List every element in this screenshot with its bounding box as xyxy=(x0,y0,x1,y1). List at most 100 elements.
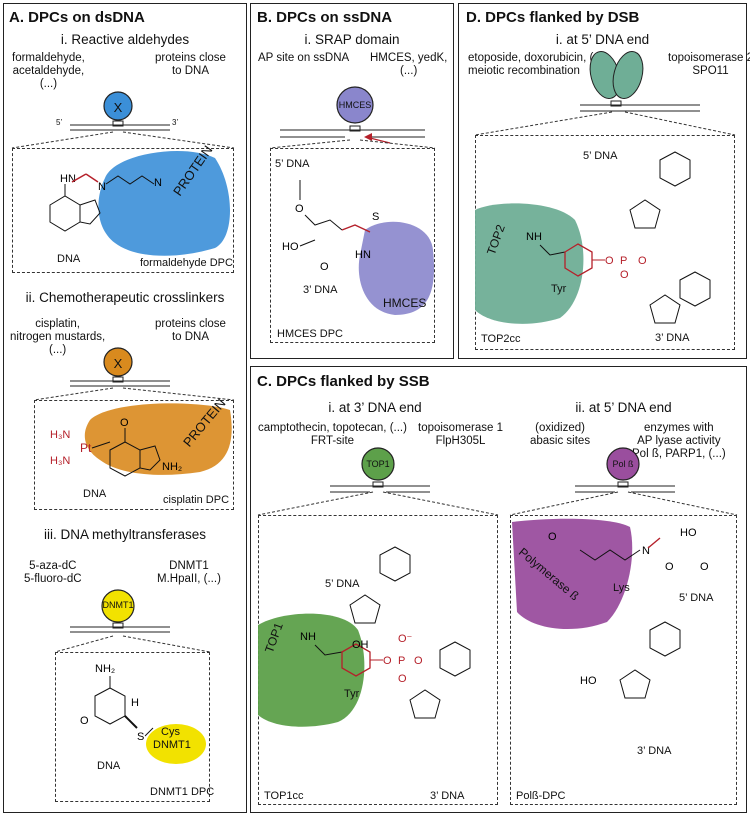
svg-text:OH: OH xyxy=(352,639,369,651)
svg-text:H₃N: H₃N xyxy=(50,429,70,441)
panel-c-protein2-label: Pol ß xyxy=(612,459,634,469)
panel-b-zoom-lines xyxy=(269,139,436,149)
svg-text:S: S xyxy=(137,731,144,743)
panel-c-mol1-name: TOP1cc xyxy=(264,790,304,802)
panel-b xyxy=(250,3,454,359)
panel-a-protein2-label: X xyxy=(113,356,123,371)
svg-text:N: N xyxy=(98,181,106,193)
svg-text:O: O xyxy=(665,561,674,573)
panel-b-mol-3dna: 3’ DNA xyxy=(303,284,338,296)
panel-d-mol-tyr: Tyr xyxy=(551,283,567,295)
panel-c-mol2-5dna: 5’ DNA xyxy=(679,592,714,604)
panel-b-mol-prot: HMCES xyxy=(383,296,427,310)
svg-text:O: O xyxy=(414,655,423,667)
panel-c-src2-right: enzymes with AP lyase activity Pol ß, PA… xyxy=(632,422,726,460)
panel-c-mol2-name: Polß-DPC xyxy=(516,790,566,802)
svg-text:HN: HN xyxy=(355,249,371,261)
svg-text:O: O xyxy=(383,655,392,667)
svg-text:NH₂: NH₂ xyxy=(162,461,182,473)
svg-text:N: N xyxy=(642,545,650,557)
svg-text:N: N xyxy=(154,177,162,189)
panel-b-title: B. DPCs on ssDNA xyxy=(257,9,393,26)
svg-text:Pt: Pt xyxy=(80,441,92,455)
panel-c-protein1-label: TOP1 xyxy=(366,459,390,469)
svg-text:O: O xyxy=(605,255,614,267)
panel-a-mol1-dna: DNA xyxy=(57,253,81,265)
panel-a-dna-schematic-2 xyxy=(70,347,170,387)
svg-text:H: H xyxy=(131,697,139,709)
panel-a-mol3-prot: DNMT1 xyxy=(153,739,191,751)
panel-a xyxy=(3,3,247,813)
panel-a-src3-right: DNMT1 M.HpaII, (...) xyxy=(157,560,221,585)
panel-d-zoom-lines xyxy=(474,111,736,136)
panel-c-sub1: i. at 3’ DNA end xyxy=(328,400,422,415)
panel-a-mol3-cys: Cys xyxy=(161,726,180,738)
svg-text:P: P xyxy=(620,255,627,267)
panel-c-mol1-5dna: 5’ DNA xyxy=(325,578,360,590)
panel-d-molecule-top2: NH O P O O xyxy=(526,151,711,324)
panel-c-zoom-box-2 xyxy=(510,515,737,805)
panel-c-sub2: ii. at 5’ DNA end xyxy=(575,400,672,415)
svg-text:P: P xyxy=(398,655,405,667)
panel-c-src2-left: (oxidized) abasic sites xyxy=(530,422,591,447)
panel-a-molecule-dnmt1: NH₂ H S O xyxy=(80,663,154,743)
panel-b-zoom-box xyxy=(270,148,435,343)
svg-text:O: O xyxy=(620,269,629,281)
panel-b-protein-label: HMCES xyxy=(338,100,372,110)
panel-a-zoom-box-2 xyxy=(34,400,234,510)
panel-b-src-right: HMCES, yedK, (...) xyxy=(370,52,448,77)
panel-a-src2-left: cisplatin, nitrogen mustards, (...) xyxy=(10,318,106,356)
panel-c-dna-schematic-1 xyxy=(330,447,430,493)
panel-d-dna-schematic xyxy=(580,51,700,112)
svg-text:HO: HO xyxy=(580,675,597,687)
panel-a-protein3-label: DNMT1 xyxy=(102,600,134,610)
panel-c-mol1-tyr: Tyr xyxy=(344,688,360,700)
svg-text:HN: HN xyxy=(60,173,76,185)
panel-b-sub1: i. SRAP domain xyxy=(304,32,400,47)
svg-text:HO: HO xyxy=(680,527,697,539)
panel-c-mol2-lys: Lys xyxy=(613,582,630,594)
panel-d-sub1: i. at 5’ DNA end xyxy=(555,32,650,47)
svg-text:O⁻: O⁻ xyxy=(398,633,413,645)
svg-text:O: O xyxy=(80,715,89,727)
panel-c-mol2-3dna: 3’ DNA xyxy=(637,745,672,757)
panel-c-title: C. DPCs flanked by SSB xyxy=(257,373,430,390)
panel-a-protein-blob-2 xyxy=(84,403,232,475)
panel-c xyxy=(250,366,747,813)
svg-text:NH: NH xyxy=(526,231,542,243)
panel-c-protein-blob-2 xyxy=(512,518,633,630)
panel-a-protein1-label: X xyxy=(113,100,123,115)
panel-d-mol-3dna: 3’ DNA xyxy=(655,332,690,344)
panel-a-zoom-lines-2 xyxy=(33,387,235,401)
panel-a-molecule-formaldehyde: HN N N xyxy=(49,173,162,232)
panel-b-mol-5dna: 5’ DNA xyxy=(275,158,310,170)
svg-text:NH₂: NH₂ xyxy=(95,663,115,675)
panel-a-protein-blob-1 xyxy=(98,150,230,256)
svg-text:O: O xyxy=(120,417,129,429)
panel-a-src1-left: formaldehyde, acetaldehyde, (...) xyxy=(12,52,85,90)
panel-d-src-right: topoisomerase 2 SPO11 xyxy=(668,52,750,77)
panel-d-title: D. DPCs flanked by DSB xyxy=(466,9,640,26)
panel-d-protein-blob xyxy=(475,203,584,324)
panel-a-mol3-name: DNMT1 DPC xyxy=(150,786,215,798)
strand-3-label: 3’ xyxy=(172,118,179,127)
panel-a-sub2: ii. Chemotherapeutic crosslinkers xyxy=(25,290,225,305)
panel-d-mol-5dna: 5’ DNA xyxy=(583,150,618,162)
svg-text:O: O xyxy=(548,531,557,543)
panel-a-mol2-name: cisplatin DPC xyxy=(163,494,230,506)
panel-a-sub1: i. Reactive aldehydes xyxy=(60,32,190,47)
panel-a-src1-right: proteins close to DNA xyxy=(155,52,226,77)
strand-5-label: 5’ xyxy=(56,118,63,127)
panel-a-sub3: iii. DNA methyltransferases xyxy=(43,527,207,542)
panel-b-dna-schematic xyxy=(280,86,425,144)
panel-a-dna-schematic-1 xyxy=(70,91,170,131)
panel-c-protein-blob-1 xyxy=(258,613,365,727)
panel-b-src-left: AP site on ssDNA xyxy=(258,52,350,64)
panel-c-molecule-polb: O N HO O O HO xyxy=(548,527,709,699)
svg-text:HO: HO xyxy=(282,241,299,253)
panel-c-molecule-top1: NH O P O O⁻ O OH xyxy=(300,546,471,719)
panel-b-mol-name: HMCES DPC xyxy=(277,328,344,340)
panel-c-src1-right: topoisomerase 1 FlpH305L xyxy=(418,422,504,447)
svg-text:O: O xyxy=(398,673,407,685)
